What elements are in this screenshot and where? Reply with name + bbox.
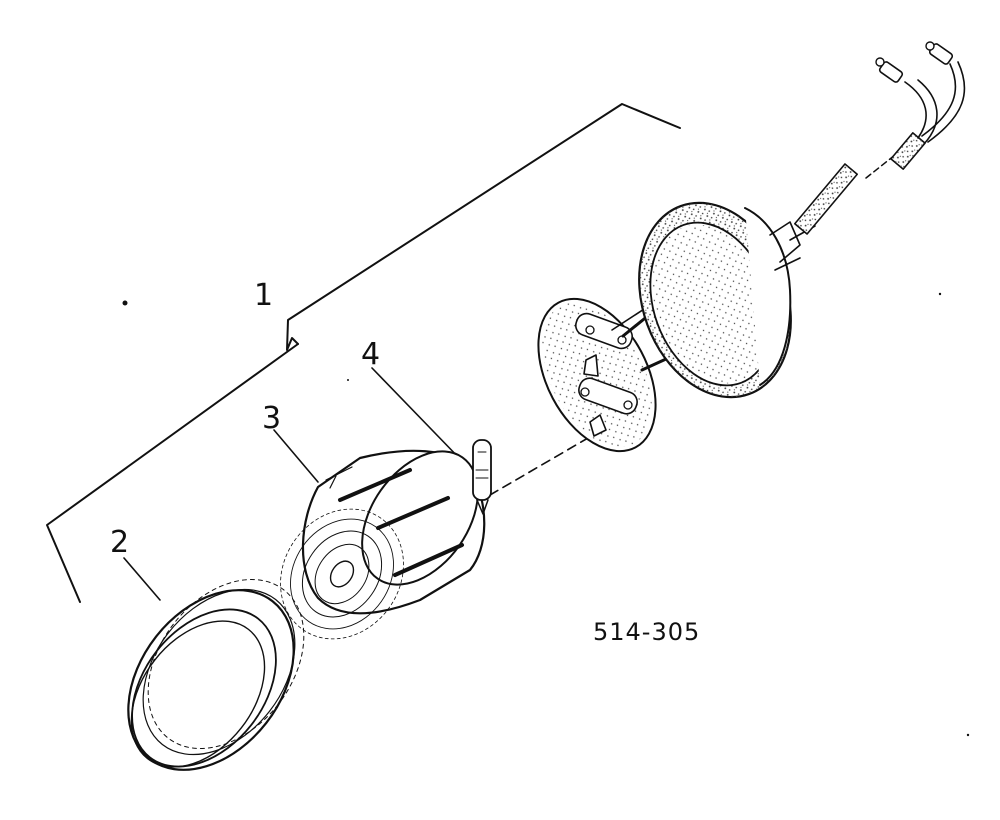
part-number-label: 514-305 — [593, 618, 700, 646]
festoon-bulb — [472, 439, 492, 515]
bezel-ring — [127, 579, 305, 771]
wiring-harness — [789, 41, 966, 241]
leader-lines — [123, 367, 589, 601]
assembly-bracket — [46, 103, 681, 603]
callout-2: 2 — [110, 525, 129, 560]
callout-4: 4 — [361, 337, 380, 372]
leader-line-2 — [123, 557, 161, 601]
leader-line-3 — [273, 429, 319, 483]
lens-housing — [280, 449, 486, 640]
bulb-axis-dashed — [489, 437, 589, 496]
callout-1: 1 — [254, 278, 273, 313]
callout-3: 3 — [262, 401, 281, 436]
leader-line-4 — [371, 367, 464, 463]
scan-specks — [122, 292, 970, 737]
bulb-holder-plate — [537, 297, 659, 453]
lamp-back-housing — [638, 201, 801, 399]
